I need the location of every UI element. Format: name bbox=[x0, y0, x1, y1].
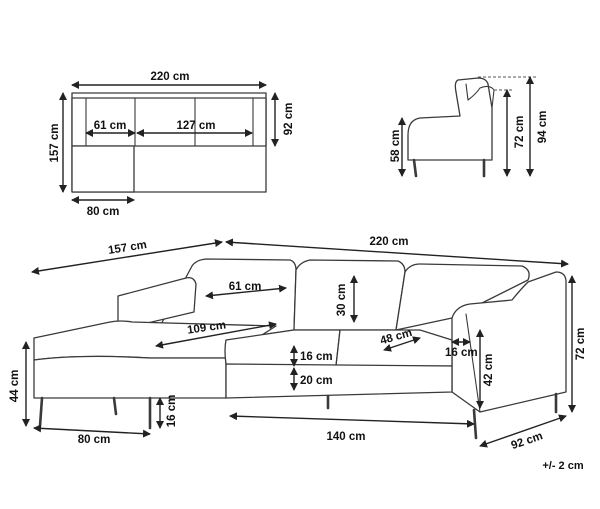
sofa-outline bbox=[33, 258, 567, 440]
dim-leg-height: 16 cm bbox=[166, 395, 178, 428]
dim-line bbox=[229, 412, 475, 428]
perspective-view: 157 cm 220 cm 61 cm 30 cm 109 cm 48 cm 1… bbox=[9, 236, 587, 452]
side-view-outline bbox=[407, 77, 495, 178]
dim-seat-front-length: 140 cm bbox=[326, 431, 365, 443]
dim-line bbox=[33, 424, 151, 438]
dim-chaise-height: 44 cm bbox=[9, 370, 21, 403]
top-view: 220 cm 157 cm 92 cm 61 cm 127 cm 80 cm bbox=[49, 71, 295, 218]
dim-line bbox=[31, 239, 223, 275]
dim-top-chaise-bottom: 80 cm bbox=[87, 206, 120, 218]
dim-backrest-width: 61 cm bbox=[229, 281, 262, 293]
top-view-outline bbox=[71, 92, 267, 193]
dim-line bbox=[155, 321, 277, 349]
dim-chaise-front-width: 80 cm bbox=[78, 434, 111, 446]
dim-backrest-height: 30 cm bbox=[336, 284, 348, 317]
dim-total-length: 220 cm bbox=[369, 236, 408, 248]
dim-top-middle-width: 127 cm bbox=[176, 120, 215, 132]
tolerance-note: +/- 2 cm bbox=[542, 460, 583, 472]
side-view: 94 cm 72 cm 58 cm bbox=[390, 76, 549, 178]
dim-side-total-height: 94 cm bbox=[537, 111, 549, 144]
dim-line bbox=[225, 238, 569, 268]
dim-line bbox=[383, 336, 421, 352]
dim-side-seat-height: 58 cm bbox=[390, 130, 402, 163]
dim-total-height: 72 cm bbox=[575, 328, 587, 361]
dim-chaise-seat-length: 109 cm bbox=[186, 319, 226, 336]
dim-line bbox=[479, 414, 567, 448]
dim-top-chaise-width: 61 cm bbox=[94, 120, 127, 132]
dim-top-width: 220 cm bbox=[150, 71, 189, 83]
dim-top-depth-right: 92 cm bbox=[283, 103, 295, 136]
dim-seat-base-height: 20 cm bbox=[300, 375, 333, 387]
dim-side-back-height: 72 cm bbox=[514, 116, 526, 149]
dim-top-depth-left: 157 cm bbox=[49, 123, 61, 162]
dim-arm-thickness: 16 cm bbox=[445, 347, 478, 359]
dim-line bbox=[205, 284, 287, 300]
dim-arm-height: 42 cm bbox=[483, 354, 495, 387]
dim-cushion-thickness: 16 cm bbox=[300, 351, 333, 363]
